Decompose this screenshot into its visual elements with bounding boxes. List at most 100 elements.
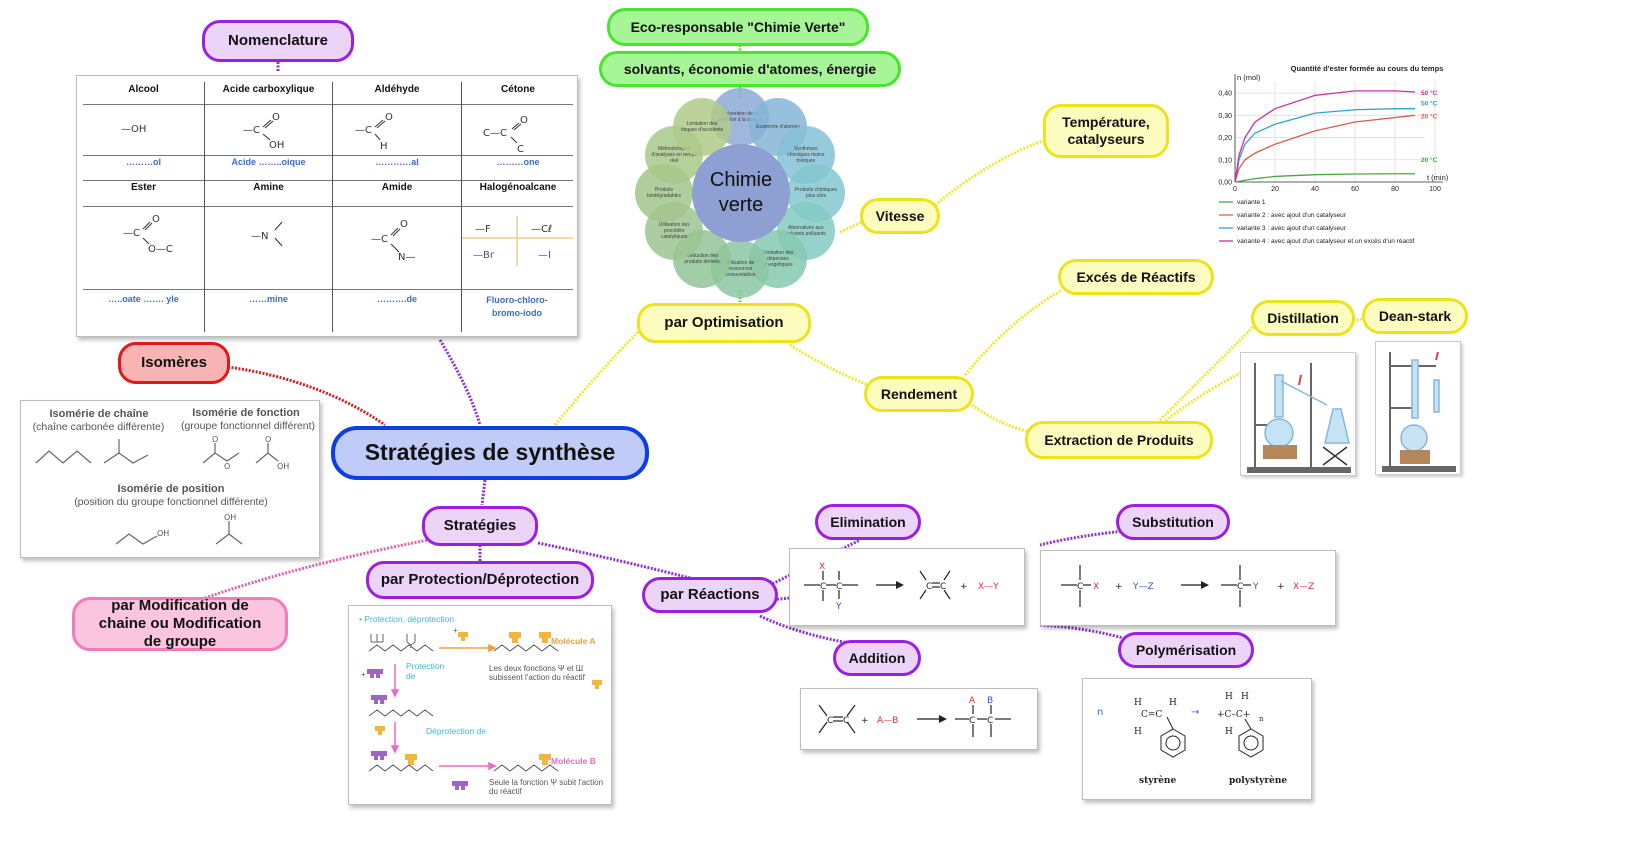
node-substitution[interactable]: Substitution	[1116, 504, 1230, 540]
chart-temp-label: 50 °C	[1421, 89, 1438, 97]
header-ester: Ester	[130, 182, 156, 193]
chimie-verte-petal: Limitation des risques d'accidents	[673, 98, 731, 157]
node-solvants[interactable]: solvants, économie d'atomes, énergie	[599, 51, 901, 87]
link-vitesse	[839, 220, 863, 234]
node-optimisation[interactable]: par Optimisation	[637, 303, 811, 343]
node-addition[interactable]: Addition	[833, 640, 921, 676]
svg-text:O: O	[212, 435, 218, 444]
svg-text:H: H	[1134, 727, 1142, 737]
svg-text:—C: —C	[355, 125, 372, 136]
svg-text:C: C	[926, 582, 932, 592]
node-isomeres[interactable]: Isomères	[118, 342, 230, 384]
svg-text:A: A	[969, 696, 976, 706]
divider	[83, 104, 573, 105]
node-deanstark[interactable]: Dean-stark	[1362, 298, 1468, 334]
chart-ytick-label: 0,00	[1218, 180, 1232, 187]
node-polymerisation[interactable]: Polymérisation	[1118, 632, 1254, 668]
svg-text:—C: —C	[371, 234, 388, 245]
node-distillation[interactable]: Distillation	[1251, 300, 1355, 336]
chart-svg: Quantité d'ester formée au cours du temp…	[1218, 64, 1449, 245]
link-rendement	[789, 343, 869, 387]
styrene-label: styrène	[1139, 775, 1176, 786]
node-rendement[interactable]: Rendement	[864, 376, 974, 412]
svg-text:OH: OH	[277, 462, 289, 471]
svg-text:C: C	[1237, 582, 1243, 592]
chart-title: Quantité d'ester formée au cours du temp…	[1291, 64, 1444, 73]
chart-xlabel: t (min)	[1427, 173, 1449, 182]
node-exces[interactable]: Excés de Réactifs	[1058, 259, 1214, 295]
svg-text:OH: OH	[224, 513, 236, 522]
note-b: Seule la fonction Ψ subit l'action du ré…	[489, 778, 604, 796]
node-eco-responsable[interactable]: Eco-responsable "Chimie Verte"	[607, 8, 869, 46]
node-temperature[interactable]: Température, catalyseurs	[1043, 104, 1169, 158]
suffix-ester: …..oate ……. yle	[108, 294, 179, 304]
elimination-product: X—Y	[978, 582, 999, 592]
node-vitesse[interactable]: Vitesse	[860, 198, 940, 234]
link-extraction	[971, 403, 1031, 434]
header-halogenoalcane: Halogénoalcane	[479, 182, 557, 193]
protection-panel: • Protection, déprotection	[348, 605, 612, 805]
protection-panel-title: • Protection, déprotection	[359, 614, 455, 624]
dean-stark-apparatus-image	[1375, 341, 1461, 475]
svg-text:H: H	[1225, 727, 1233, 737]
chart-xtick-label: 0	[1233, 186, 1237, 193]
node-reactions[interactable]: par Réactions	[642, 577, 778, 613]
suffix-acide: Acide ……..oique	[231, 157, 306, 167]
header-aldehyde: Aldéhyde	[374, 84, 420, 95]
node-modification[interactable]: par Modification de chaine ou Modificati…	[72, 597, 288, 651]
chart-ytick-label: 0,30	[1218, 113, 1232, 120]
node-extraction[interactable]: Extraction de Produits	[1025, 421, 1213, 459]
link-modification	[204, 538, 429, 600]
node-protection[interactable]: par Protection/Déprotection	[366, 561, 594, 599]
node-nomenclature[interactable]: Nomenclature	[202, 20, 354, 62]
svg-text:+: +	[1277, 582, 1285, 592]
svg-text:n: n	[1097, 707, 1103, 718]
chimie-verte-center: Chimie verte	[692, 144, 790, 242]
suffix-cetone: ………one	[496, 157, 540, 167]
chart-temp-label: 20 °C	[1421, 112, 1438, 120]
protection-diagram	[367, 632, 602, 790]
svg-text:X: X	[1093, 582, 1099, 592]
link-polymer	[1039, 623, 1131, 642]
isomer-position-structures: OH OH	[115, 513, 243, 545]
svg-text:Y: Y	[835, 602, 842, 612]
svg-text:C: C	[843, 716, 849, 726]
svg-text:Y: Y	[1252, 582, 1259, 592]
node-strategies[interactable]: Stratégies	[422, 506, 538, 546]
iso-chaine-sub: (chaîne carbonée différente)	[32, 421, 165, 433]
svg-text:C=C: C=C	[1141, 710, 1162, 720]
divider	[83, 155, 573, 156]
halogen-br: —Br	[473, 250, 495, 261]
node-elimination[interactable]: Elimination	[815, 504, 921, 540]
iso-position-title: Isomérie de position	[117, 483, 225, 495]
svg-text:O: O	[520, 115, 528, 126]
svg-text:O: O	[152, 214, 160, 225]
chart-xtick-label: 40	[1311, 186, 1319, 193]
svg-text:OH: OH	[157, 529, 169, 538]
svg-text:C: C	[827, 716, 833, 726]
svg-text:H: H	[1169, 698, 1177, 708]
ester-quantity-chart: Quantité d'ester formée au cours du temp…	[1205, 60, 1465, 260]
suffix-halogenoalcane: Fluoro-chloro-bromo-iodo	[486, 295, 548, 319]
svg-text:B: B	[987, 696, 993, 706]
link-temperature	[934, 138, 1046, 207]
svg-text:O: O	[272, 112, 280, 123]
deprotection-label: Déprotection de	[426, 726, 487, 736]
chart-xtick-label: 80	[1391, 186, 1399, 193]
isomer-chain-structures: O O O OH	[35, 435, 289, 471]
central-node[interactable]: Stratégies de synthèse	[331, 426, 649, 480]
svg-text:C: C	[517, 144, 524, 154]
svg-text:O: O	[400, 219, 408, 230]
svg-text:X: X	[819, 562, 825, 572]
svg-text:C—C: C—C	[483, 128, 507, 139]
suffix-amide: ……….de	[376, 294, 417, 304]
suffix-amine: ……mine	[248, 294, 288, 304]
chart-ytick-label: 0,10	[1218, 157, 1232, 164]
svg-text:X—Z: X—Z	[1293, 582, 1314, 592]
link-optimisation	[553, 328, 642, 426]
svg-text:O: O	[385, 112, 393, 123]
